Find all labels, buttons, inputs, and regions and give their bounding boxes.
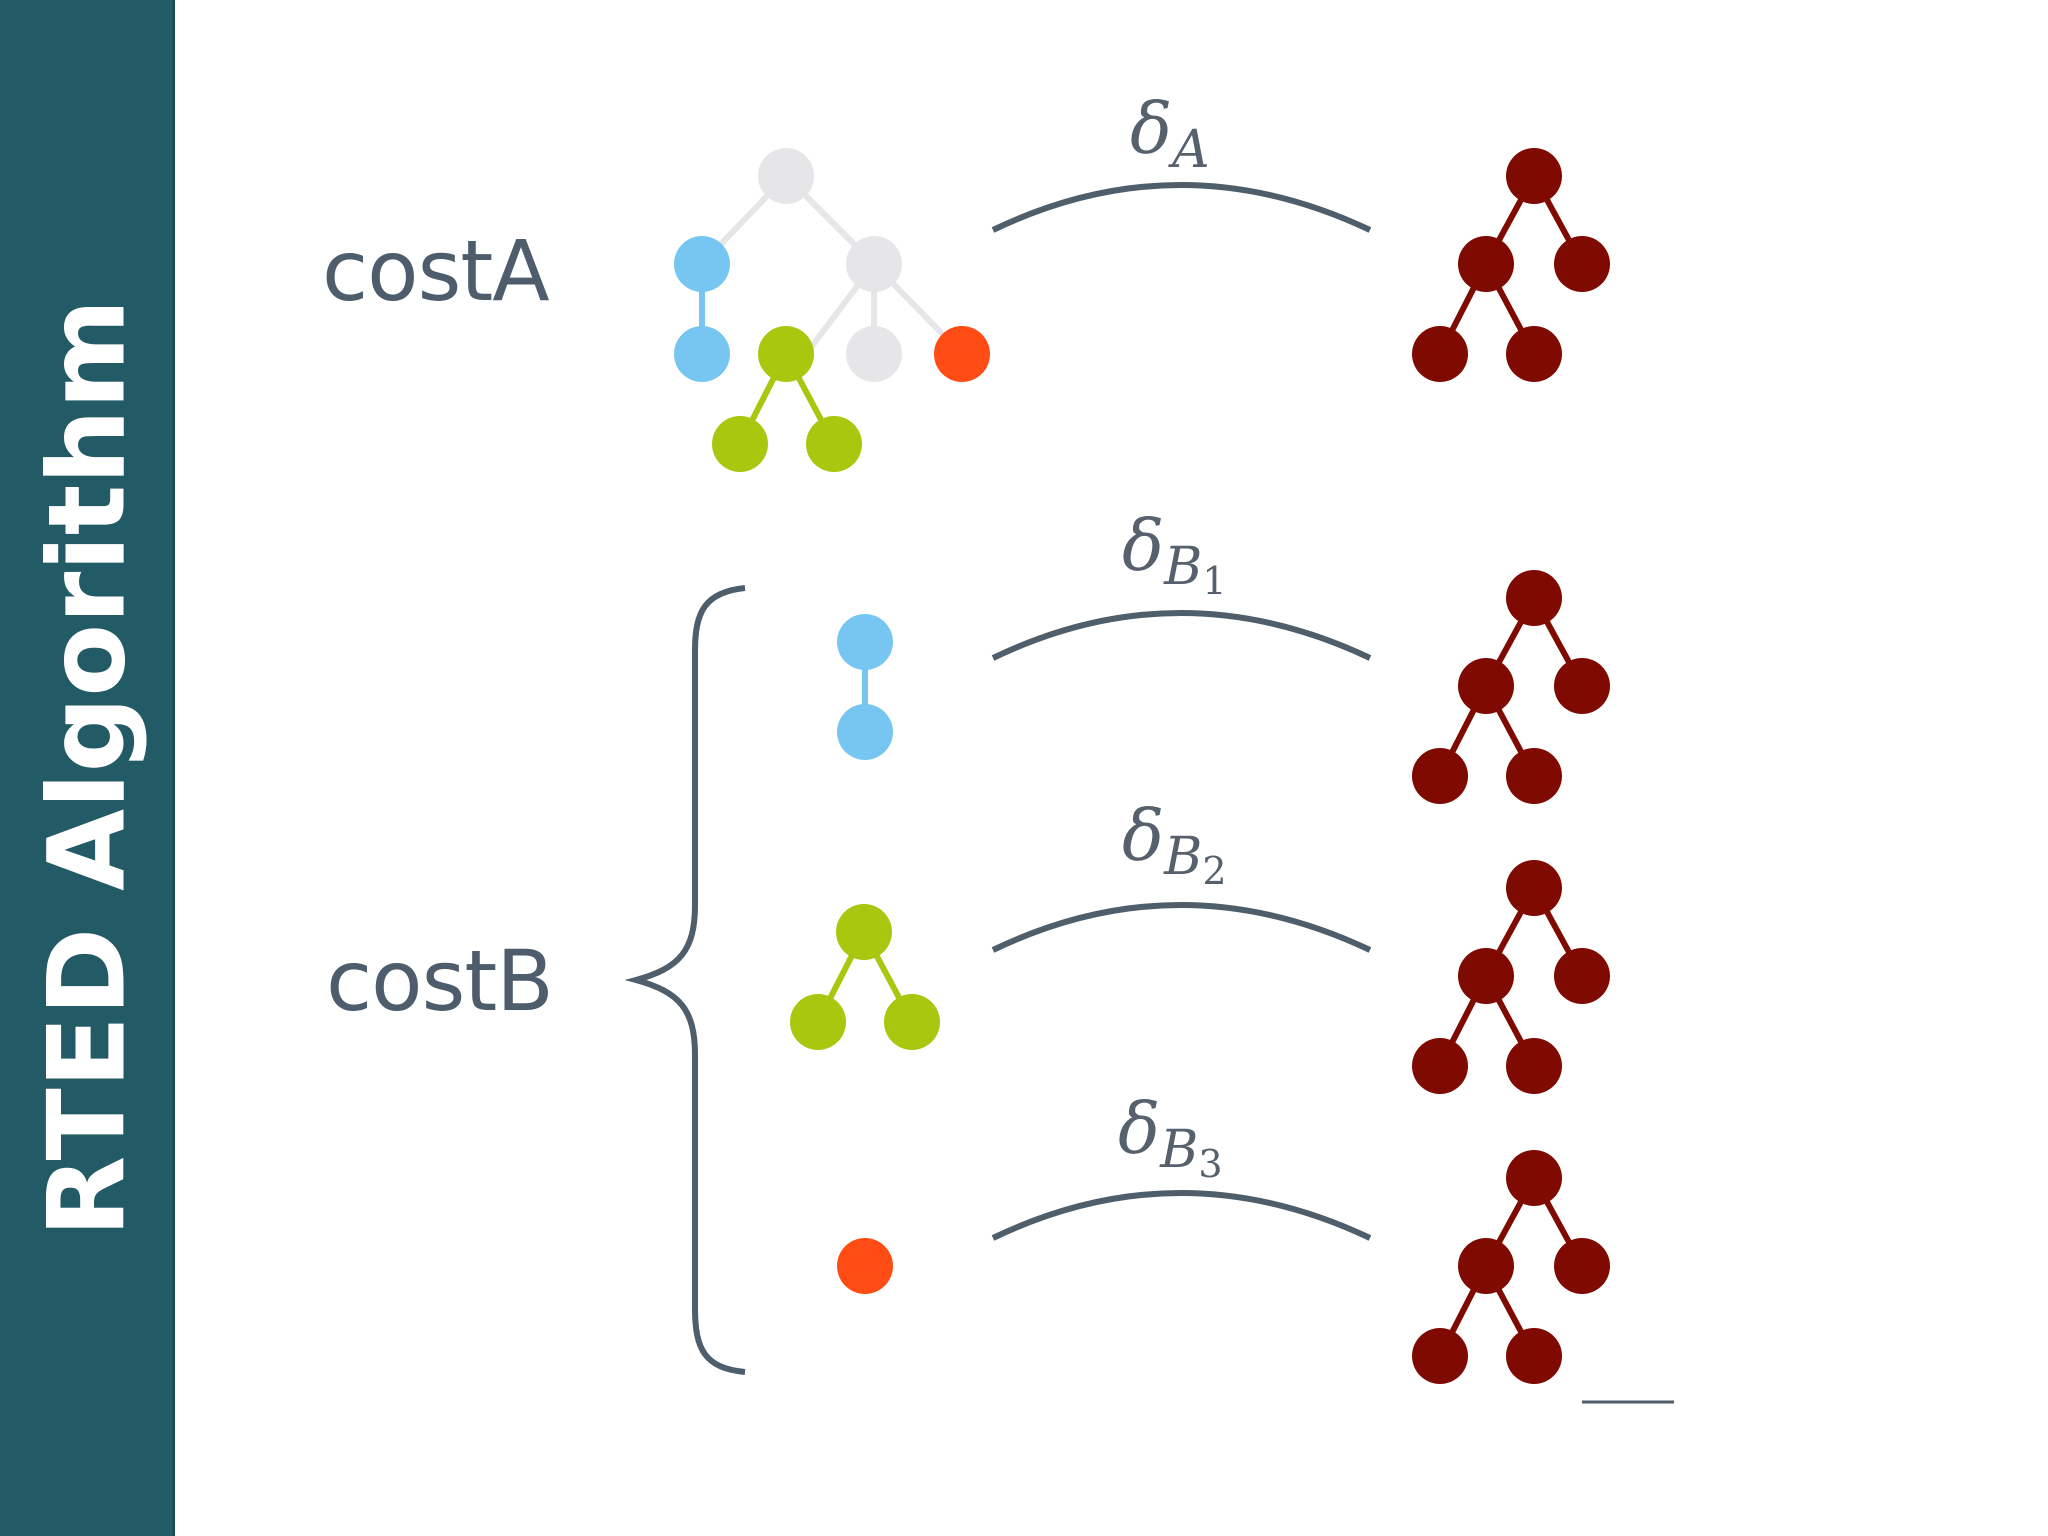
tree-node [1506,148,1562,204]
tree-node [1506,1038,1562,1094]
tree-node [837,614,893,670]
sidebar: RTED Algorithm [0,0,175,1536]
tree-node [674,326,730,382]
cost-b-label: costB [326,932,554,1030]
delta-b3-symbol: δ [1118,1088,1161,1170]
tree-node [1506,860,1562,916]
source-subtree-b3 [837,1238,893,1294]
delta-b3-arc [991,1190,1372,1241]
tree-node [1412,748,1468,804]
delta-b2-symbol: δ [1122,795,1165,877]
tree-node [806,416,862,472]
delta-b3-subscript-number: 3 [1198,1142,1223,1186]
tree-node [1458,236,1514,292]
delta-b1-label: δB1 [1122,505,1227,603]
tree-node [1458,948,1514,1004]
target-tree [1412,860,1610,1094]
tree-node [1506,570,1562,626]
delta-b2-subscript: B [1164,827,1203,887]
target-tree [1412,570,1610,804]
tree-node [1506,1150,1562,1206]
tree-node [934,326,990,382]
tree-node [837,1238,893,1294]
tree-node [790,994,846,1050]
tree-node [1412,1038,1468,1094]
tree-node [674,236,730,292]
tree-node [1554,948,1610,1004]
tree-node [1554,236,1610,292]
delta-b2-label: δB2 [1122,795,1227,893]
tree-node [1506,1328,1562,1384]
tree-node [712,416,768,472]
tree-node [846,326,902,382]
delta-b2-subscript-number: 2 [1202,849,1227,893]
tree-node [1458,658,1514,714]
delta-b1-subscript-number: 1 [1202,559,1227,603]
target-tree [1412,148,1610,382]
tree-node [1412,1328,1468,1384]
tree-node [758,326,814,382]
delta-a-arc [991,182,1372,233]
delta-b3-label: δB3 [1118,1088,1223,1186]
tree-node [837,704,893,760]
tree-node [884,994,940,1050]
delta-a-label: δA [1130,88,1210,180]
source-subtree-b2 [790,904,940,1050]
target-trees [1412,148,1610,1384]
tree-node [846,236,902,292]
delta-b1-arc [991,610,1372,661]
tree-node [1506,748,1562,804]
target-tree [1412,1150,1610,1384]
tree-node [1506,326,1562,382]
cost-b-brace [624,585,746,1375]
delta-a-symbol: δ [1130,88,1173,170]
tree-node [1554,1238,1610,1294]
tree-node [1412,326,1468,382]
cost-a-label: costA [322,222,550,320]
delta-b3-subscript: B [1160,1120,1199,1180]
tree-node [758,148,814,204]
tree-node [1554,658,1610,714]
source-subtree-b1 [837,614,893,760]
tree-node [1458,1238,1514,1294]
delta-b2-arc [991,902,1372,953]
tree-node [836,904,892,960]
delta-b1-symbol: δ [1122,505,1165,587]
delta-a-subscript: A [1172,120,1210,180]
delta-b1-subscript: B [1164,537,1203,597]
source-tree-a [674,148,990,472]
